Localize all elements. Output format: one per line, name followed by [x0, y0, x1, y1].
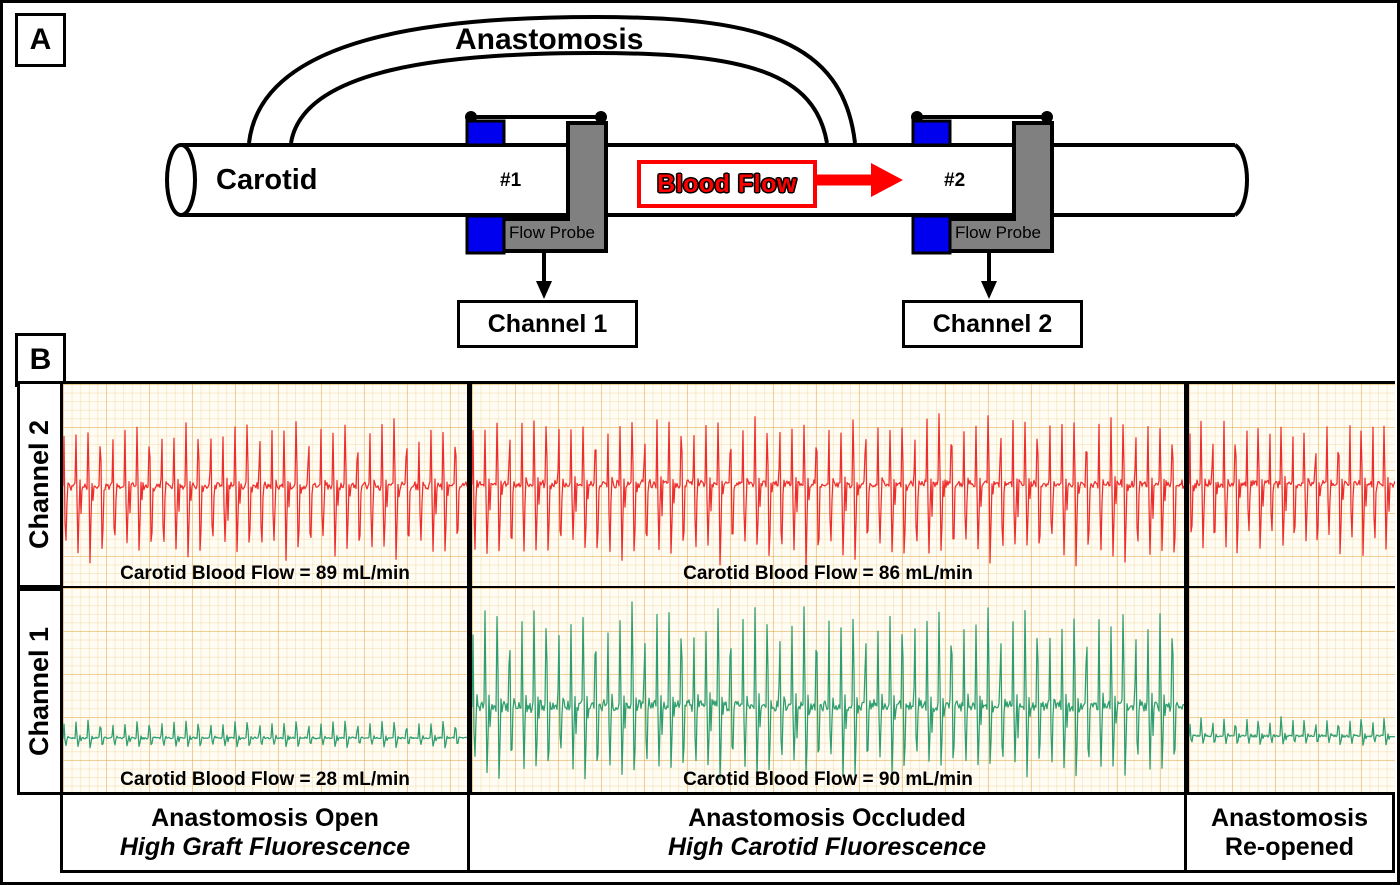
channel-1-reopened-waveform	[1189, 588, 1395, 792]
trace-grid: Channel 2 Carotid Blood Flow = 89 mL/min…	[17, 381, 1395, 873]
segment-divider-4	[1184, 588, 1189, 792]
channel-2-segment-reopened	[1189, 384, 1395, 586]
site-1-label: #1	[500, 170, 522, 191]
panel-b-traces: Channel 2 Carotid Blood Flow = 89 mL/min…	[17, 381, 1395, 873]
row-label-channel-1-text: Channel 1	[24, 626, 55, 757]
channel-2-reopened-waveform	[1189, 384, 1395, 586]
caption-anastomosis-reopened: Anastomosis Re-opened	[1184, 792, 1395, 873]
site-2-label: #2	[944, 170, 966, 191]
caption-reopened-line2: Re-opened	[1224, 832, 1355, 861]
channel-1-open-waveform	[63, 588, 467, 792]
caption-row-spacer	[17, 795, 63, 873]
caption-open-line2: High Graft Fluorescence	[119, 832, 411, 861]
channel-1-box: Channel 1	[457, 300, 638, 348]
panel-letter-a: A	[15, 13, 66, 67]
caption-occluded-line2: High Carotid Fluorescence	[667, 832, 987, 861]
anastomosis-label: Anastomosis	[455, 23, 644, 56]
caption-reopened-line1: Anastomosis	[1211, 804, 1368, 832]
probe2-blue-crystal-top	[911, 119, 952, 147]
channel-2-trace-row: Carotid Blood Flow = 89 mL/min Carotid B…	[63, 381, 1395, 588]
vessel-right-end	[1233, 143, 1249, 217]
panel-a-schematic: Anastomosis Carotid #1 #2 Flow Probe Flo…	[3, 3, 1397, 348]
row-label-channel-2-text: Channel 2	[24, 419, 55, 550]
probe1-connector-dot-right	[595, 111, 607, 123]
channel-1-occluded-flow-caption: Carotid Blood Flow = 90 mL/min	[683, 769, 973, 791]
blood-flow-callout: Blood Flow	[637, 160, 817, 208]
flow-probe-2-label: Flow Probe	[955, 223, 1041, 242]
panel-letter-b: B	[15, 333, 66, 387]
probe1-arrow-head	[536, 281, 552, 299]
channel-1-segment-occluded: Carotid Blood Flow = 90 mL/min	[472, 588, 1184, 792]
channel-2-open-flow-caption: Carotid Blood Flow = 89 mL/min	[120, 563, 410, 585]
channel-1-segment-reopened	[1189, 588, 1395, 792]
row-label-channel-2: Channel 2	[17, 381, 63, 588]
probe1-blue-crystal-bottom	[465, 214, 506, 255]
carotid-label: Carotid	[216, 164, 318, 196]
blood-flow-arrow-head	[871, 163, 903, 197]
channel-1-trace-row: Carotid Blood Flow = 28 mL/min Carotid B…	[63, 588, 1395, 795]
channel-1-segment-open: Carotid Blood Flow = 28 mL/min	[63, 588, 467, 792]
channel-1-open-flow-caption: Carotid Blood Flow = 28 mL/min	[120, 769, 410, 791]
segment-divider-3	[467, 588, 472, 792]
caption-open-line1: Anastomosis Open	[151, 804, 379, 832]
probe1-blue-crystal-top	[465, 119, 506, 147]
channel-2-occluded-waveform	[472, 384, 1184, 586]
vessel-left-lumen	[165, 143, 197, 217]
channel-2-segment-open: Carotid Blood Flow = 89 mL/min	[63, 384, 467, 586]
channel-1-occluded-waveform	[472, 588, 1184, 792]
caption-anastomosis-occluded: Anastomosis Occluded High Carotid Fluore…	[467, 792, 1187, 873]
probe2-arrow-head	[981, 281, 997, 299]
channel-2-occluded-flow-caption: Carotid Blood Flow = 86 mL/min	[683, 563, 973, 585]
segment-divider-1	[467, 384, 472, 586]
channel-2-segment-occluded: Carotid Blood Flow = 86 mL/min	[472, 384, 1184, 586]
segment-divider-2	[1184, 384, 1189, 586]
anastomosis-outer-arc	[247, 14, 857, 144]
channel-2-box: Channel 2	[902, 300, 1083, 348]
probe2-blue-crystal-bottom	[911, 214, 952, 255]
caption-occluded-line1: Anastomosis Occluded	[688, 804, 966, 832]
blood-flow-label: Blood Flow	[657, 169, 797, 198]
channel-2-open-waveform	[63, 384, 467, 586]
caption-row: Anastomosis Open High Graft Fluorescence…	[60, 792, 1395, 873]
probe2-connector-dot-right	[1041, 111, 1053, 123]
anastomosis-inner-arc	[289, 50, 829, 144]
row-label-channel-1: Channel 1	[17, 588, 63, 795]
flow-probe-1-label: Flow Probe	[509, 223, 595, 242]
caption-anastomosis-open: Anastomosis Open High Graft Fluorescence	[60, 792, 470, 873]
